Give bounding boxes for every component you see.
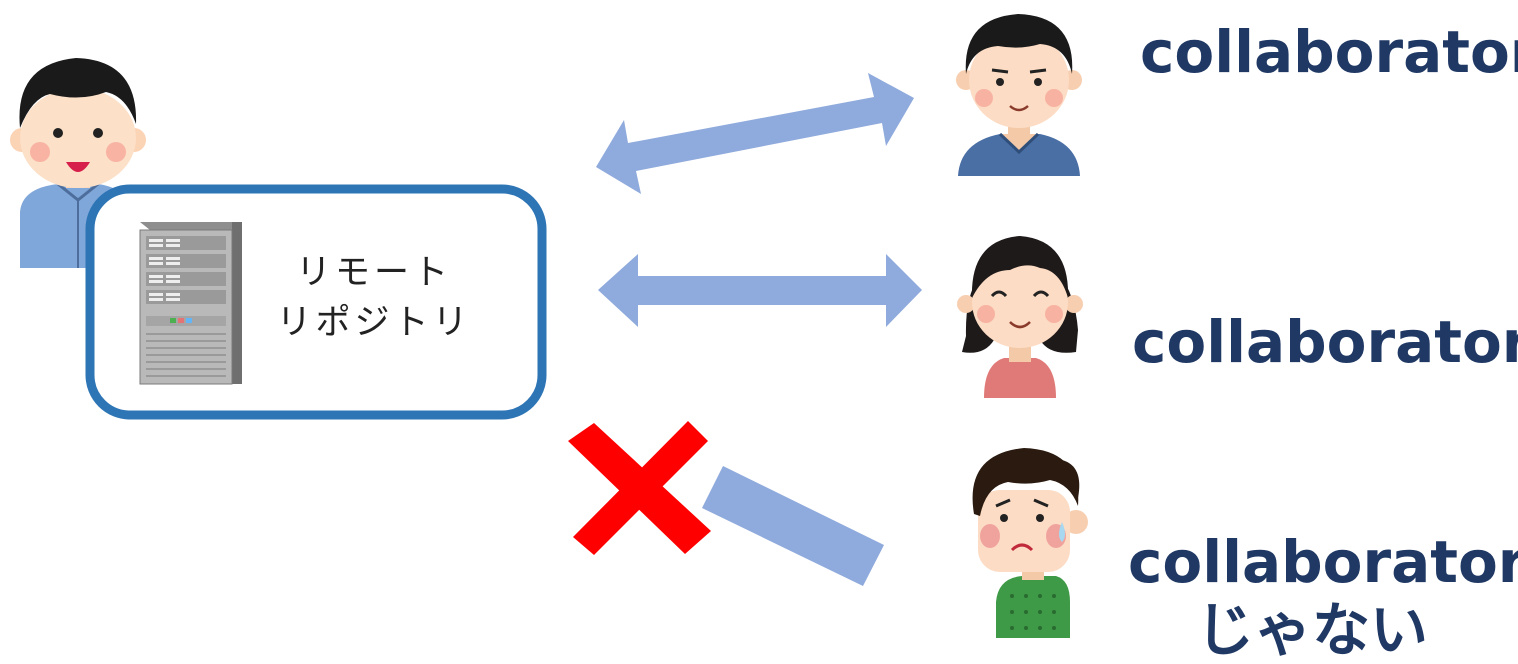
non-collaborator-label-line2: じゃない [1196, 596, 1429, 664]
double-arrow-icon-2 [598, 254, 922, 327]
repository-label: リモート リポジトリ [262, 248, 486, 348]
double-arrow-icon-1 [596, 73, 914, 194]
person-man-icon [956, 14, 1082, 176]
non-collaborator-label-line1: collaborator [1128, 528, 1518, 596]
collaborator-label-1: collaborator [1140, 18, 1518, 86]
person-woman-icon [957, 236, 1083, 398]
collaborator-label-2: collaborator [1132, 308, 1518, 376]
blocked-bar-icon [702, 466, 884, 586]
cross-icon [568, 421, 711, 555]
repository-label-line2: リポジトリ [276, 303, 472, 343]
repository-label-line1: リモート [295, 253, 452, 293]
person-worried-icon [972, 448, 1088, 638]
server-icon [139, 222, 242, 385]
